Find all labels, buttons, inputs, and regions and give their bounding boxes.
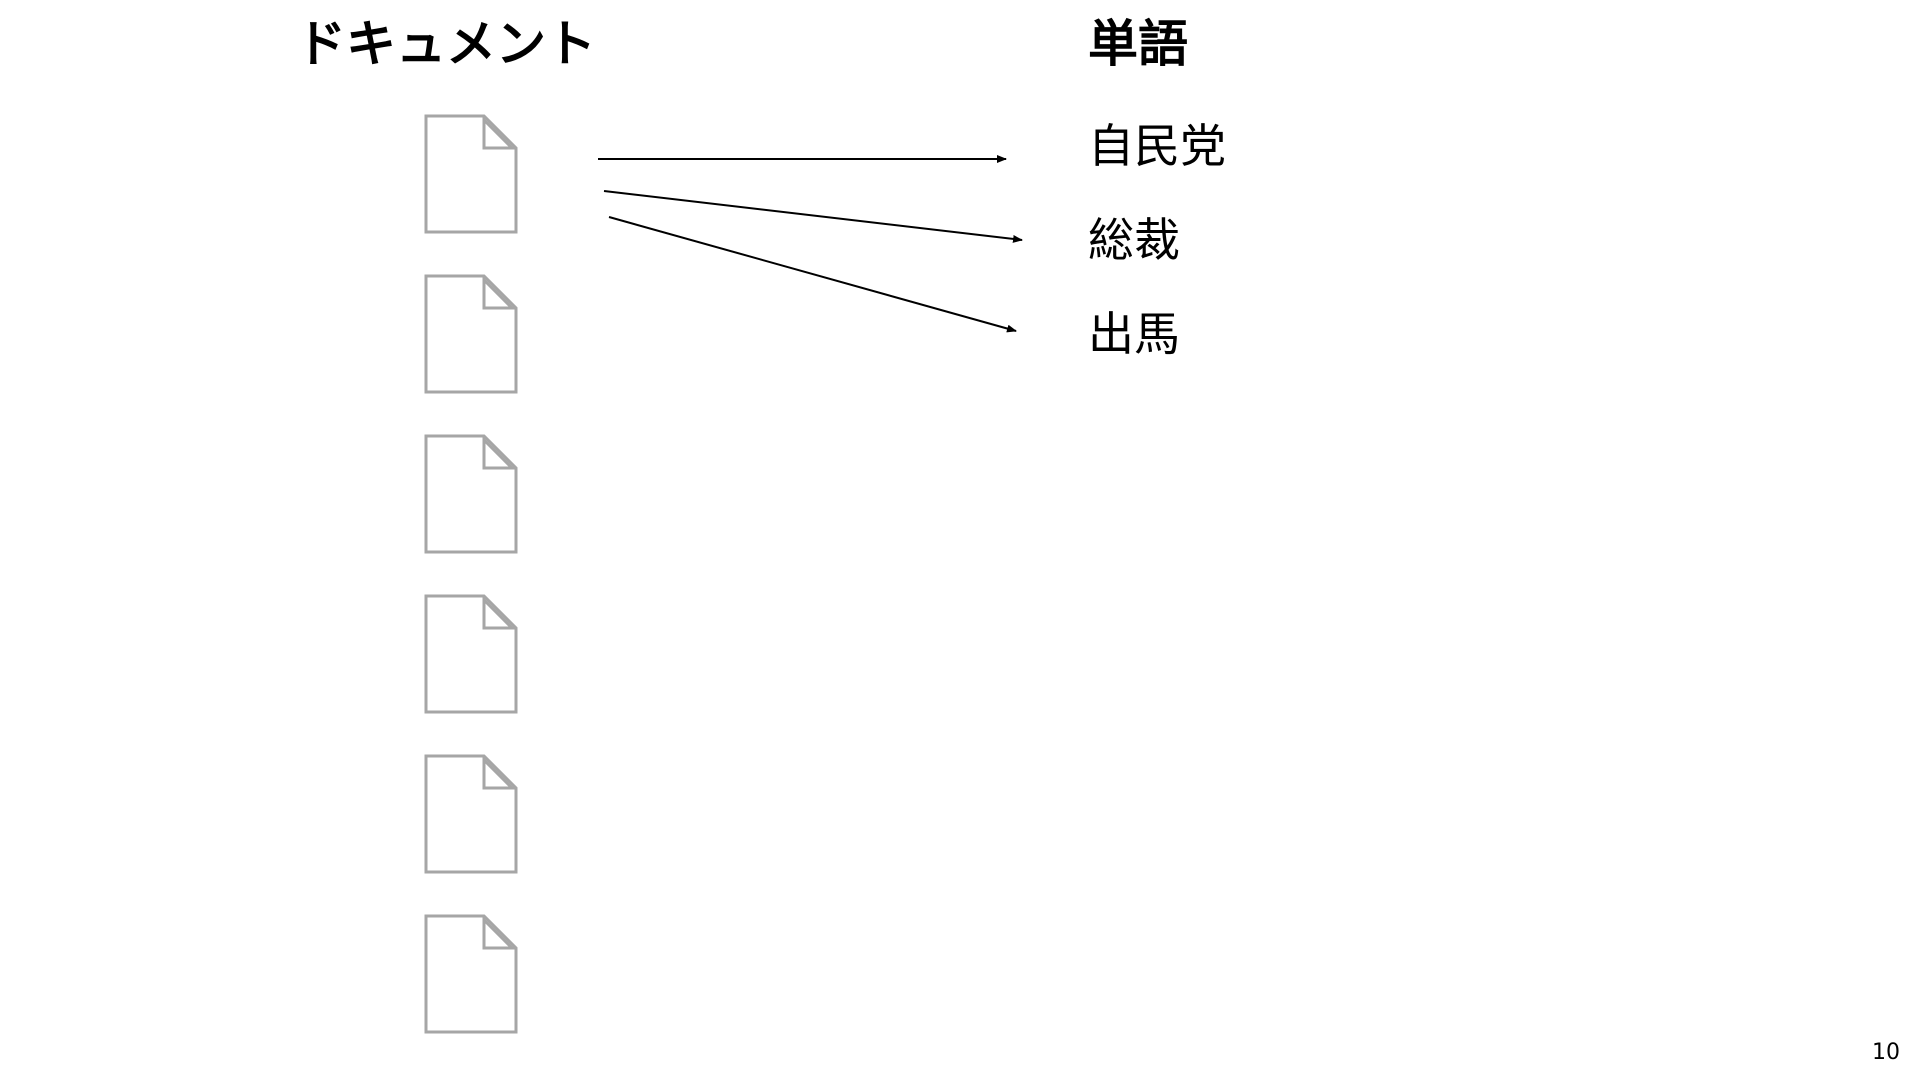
page-number: 10: [1872, 1040, 1900, 1065]
words-heading: 単語: [1088, 15, 1188, 73]
word-label: 自民党: [1088, 119, 1226, 173]
arrow-document-to-word-2: [608, 216, 1017, 333]
documents-heading: ドキュメント: [296, 15, 596, 73]
document-icon: [424, 274, 518, 394]
arrow-document-to-word-1: [603, 190, 1023, 243]
document-icon: [424, 594, 518, 714]
word-label: 出馬: [1088, 307, 1180, 361]
document-icon: [424, 114, 518, 234]
document-icon: [424, 754, 518, 874]
document-icon: [424, 434, 518, 554]
document-icon: [424, 914, 518, 1034]
word-label: 総裁: [1088, 213, 1180, 267]
